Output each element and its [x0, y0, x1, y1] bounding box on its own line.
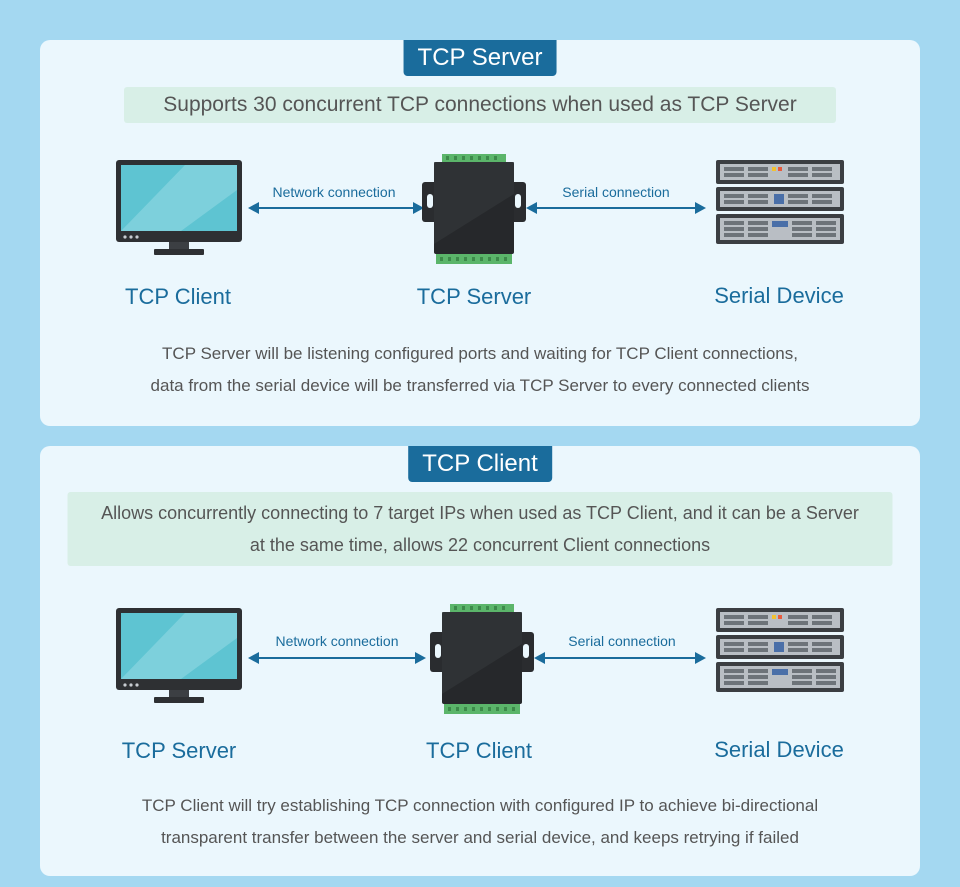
- node-label-center: TCP Server: [416, 284, 532, 309]
- double-arrow-icon: [534, 652, 706, 664]
- description-line: data from the serial device will be tran…: [150, 376, 810, 395]
- description-line: TCP Client will try establishing TCP con…: [141, 796, 819, 815]
- tcp-client-panel: TCP Client Allows concurrently connectin…: [40, 446, 920, 876]
- section-note: Allows concurrently connecting to 7 targ…: [67, 492, 893, 566]
- network-connection-label: Network connection: [275, 633, 399, 649]
- section-note: Supports 30 concurrent TCP connections w…: [124, 87, 836, 123]
- section-title: TCP Client: [408, 446, 552, 482]
- node-label-right: Serial Device: [714, 737, 844, 762]
- description-line: TCP Server will be listening configured …: [162, 344, 798, 363]
- monitor-icon: [116, 160, 242, 255]
- tcp-server-panel: TCP Server Supports 30 concurrent TCP co…: [40, 40, 920, 426]
- serial-server-device-icon: [422, 154, 526, 264]
- network-connection-label: Network connection: [272, 184, 396, 200]
- node-label-left: TCP Client: [125, 284, 231, 309]
- serial-connection-label: Serial connection: [568, 633, 676, 649]
- node-label-center: TCP Client: [426, 738, 532, 763]
- serial-connection-label: Serial connection: [562, 184, 670, 200]
- description-line: transparent transfer between the server …: [161, 828, 799, 847]
- section-description: TCP Server will be listening configured …: [40, 338, 920, 402]
- monitor-icon: [116, 608, 242, 703]
- rack-server-icon: [716, 608, 844, 692]
- section-title: TCP Server: [403, 40, 557, 76]
- double-arrow-icon: [248, 202, 424, 214]
- rack-server-icon: [716, 160, 844, 244]
- node-label-right: Serial Device: [714, 283, 844, 308]
- double-arrow-icon: [248, 652, 426, 664]
- serial-server-device-icon: [430, 604, 534, 714]
- double-arrow-icon: [526, 202, 706, 214]
- node-label-left: TCP Server: [121, 738, 237, 763]
- section-description: TCP Client will try establishing TCP con…: [40, 790, 920, 854]
- note-line: Allows concurrently connecting to 7 targ…: [101, 503, 859, 523]
- note-line: at the same time, allows 22 concurrent C…: [249, 535, 711, 555]
